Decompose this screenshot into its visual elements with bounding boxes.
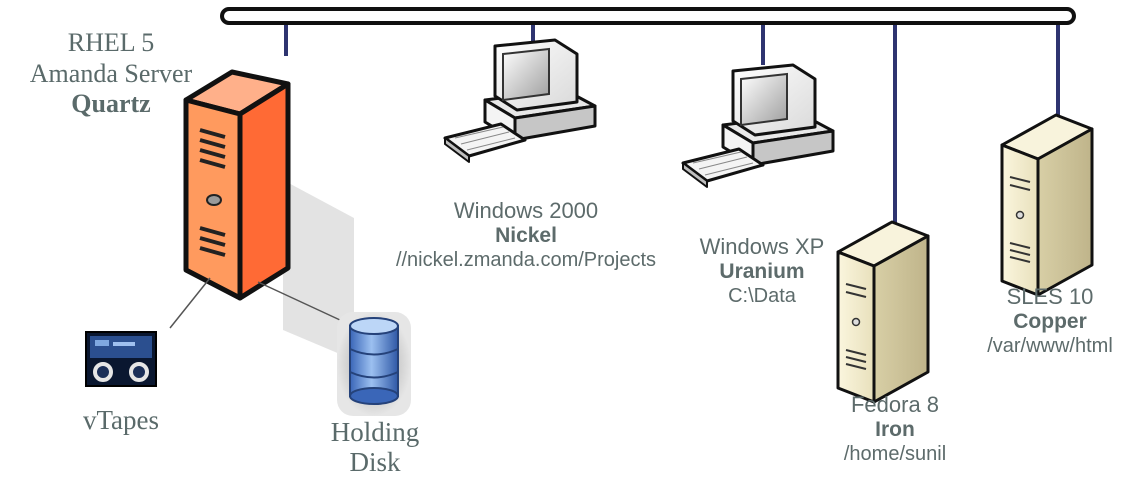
vtapes-label: vTapes <box>66 405 176 437</box>
copper-name-text: Copper <box>1013 309 1087 333</box>
uranium-path-text: C:\Data <box>728 284 796 307</box>
holding-disk-text-2: Disk <box>349 446 401 477</box>
iron-os-text: Fedora 8 <box>850 392 940 417</box>
server-label: RHEL 5 Amanda Server Quartz <box>0 28 222 120</box>
network-bus <box>220 7 1076 250</box>
server-name-text: Quartz <box>71 89 151 119</box>
uranium-os-text: Windows XP <box>699 234 825 259</box>
copper-os-text: SLES 10 <box>1006 284 1094 309</box>
vtapes-connector <box>169 277 211 329</box>
nickel-name-text: Nickel <box>495 223 557 247</box>
tower-server-icon <box>1000 113 1094 297</box>
tower-server-icon <box>183 69 354 360</box>
uranium-name-text: Uranium <box>719 259 805 283</box>
iron-name-text: Iron <box>875 417 915 441</box>
holding-disk-connector <box>257 281 341 321</box>
desktop-pc-icon <box>681 63 835 188</box>
copper-label: SLES 10 Copper /var/www/html <box>970 284 1130 358</box>
tower-server-icon <box>836 220 930 404</box>
nickel-os-text: Windows 2000 <box>453 198 599 223</box>
server-role-text: Amanda Server <box>29 58 193 88</box>
server-os-text: RHEL 5 <box>67 28 155 57</box>
uranium-label: Windows XP Uranium C:\Data <box>662 234 862 308</box>
database-icon <box>337 312 411 416</box>
nickel-path-text: //nickel.zmanda.com/Projects <box>395 248 657 271</box>
desktop-pc-icon <box>443 38 597 163</box>
iron-path-text: /home/sunil <box>843 442 947 465</box>
vtapes-text: vTapes <box>82 405 160 435</box>
iron-label: Fedora 8 Iron /home/sunil <box>820 392 970 466</box>
nickel-label: Windows 2000 Nickel //nickel.zmanda.com/… <box>366 198 686 272</box>
holding-disk-label: Holding Disk <box>320 417 430 477</box>
tape-drive-icon <box>85 331 157 387</box>
copper-path-text: /var/www/html <box>987 334 1113 357</box>
holding-disk-text-1: Holding <box>330 417 420 447</box>
backbone-bar <box>220 7 1076 25</box>
